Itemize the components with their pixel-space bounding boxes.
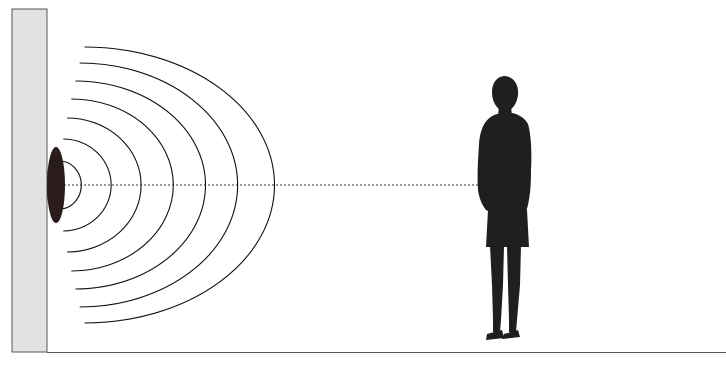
wall [12,9,47,352]
speaker-icon [47,147,65,223]
